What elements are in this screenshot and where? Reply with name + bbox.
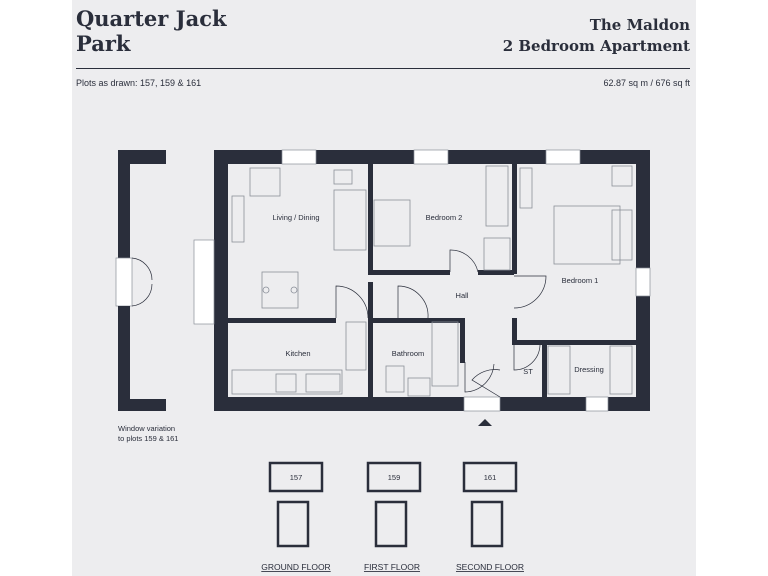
- plots-note: Plots as drawn: 157, 159 & 161: [76, 78, 202, 88]
- window-variation-label-line1: Window variation: [118, 424, 175, 433]
- house-type-description: 2 Bedroom Apartment: [502, 37, 690, 55]
- room-label-bedroom1: Bedroom 1: [562, 276, 599, 285]
- external-walls: [214, 150, 650, 411]
- house-type-name: The Maldon: [589, 16, 690, 34]
- room-label-bedroom2: Bedroom 2: [426, 213, 463, 222]
- key-plan-plot-157: 157: [290, 473, 303, 482]
- room-label-store: ST: [523, 367, 533, 376]
- fixtures: [231, 165, 633, 397]
- entrance-threshold: [463, 396, 501, 412]
- window-bedroom1-side: [635, 267, 651, 297]
- internal-walls: [228, 164, 636, 397]
- key-plan-first: 159: [366, 461, 422, 548]
- key-plan-second: 161: [462, 461, 518, 548]
- floorplan-sheet: Quarter Jack Park The Maldon 2 Bedroom A…: [72, 0, 696, 576]
- french-door-swing: [131, 257, 153, 307]
- key-plan-first-label: FIRST FLOOR: [364, 562, 420, 572]
- development-name-line1: Quarter Jack: [76, 6, 227, 31]
- window-living: [281, 149, 317, 165]
- french-door: [115, 257, 133, 307]
- development-name-line2: Park: [76, 31, 131, 56]
- variation-bottom-wall: [118, 399, 166, 411]
- room-label-kitchen: Kitchen: [285, 349, 310, 358]
- key-plan-second-label: SECOND FLOOR: [456, 562, 524, 572]
- window-variation-sketch: [115, 150, 166, 411]
- floor-area: 62.87 sq m / 676 sq ft: [603, 78, 690, 88]
- key-plan-ground-label: GROUND FLOOR: [261, 562, 330, 572]
- room-label-dressing: Dressing: [574, 365, 604, 374]
- bay-window: [193, 239, 215, 325]
- door-swings: [335, 249, 547, 398]
- room-label-living-dining: Living / Dining: [272, 213, 319, 222]
- room-label-bathroom: Bathroom: [392, 349, 425, 358]
- window-bedroom1: [545, 149, 581, 165]
- windows: [193, 149, 651, 412]
- key-plan-plot-161: 161: [484, 473, 497, 482]
- development-name: Quarter Jack Park: [76, 6, 227, 56]
- variation-lower-wall: [118, 306, 130, 411]
- window-bedroom2: [413, 149, 449, 165]
- key-plan-plot-159: 159: [388, 473, 401, 482]
- house-type-title: The Maldon 2 Bedroom Apartment: [503, 15, 690, 57]
- variation-upper-wall: [118, 150, 130, 258]
- entrance-arrow-icon: [478, 419, 492, 426]
- header-divider: [76, 68, 690, 69]
- key-plan-ground: 157: [268, 461, 324, 548]
- window-dressing: [585, 396, 609, 412]
- room-label-hall: Hall: [456, 291, 469, 300]
- window-variation-label-line2: to plots 159 & 161: [118, 434, 178, 443]
